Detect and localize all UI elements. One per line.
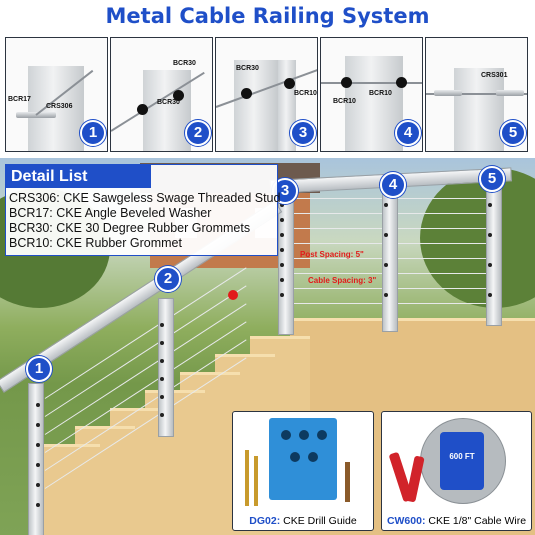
grommet-dot [280,278,284,282]
product-caption: DG02: CKE Drill Guide [233,515,373,527]
detail-panel-4: BCR10 BCR10 4 [320,37,423,152]
grommet-dot [384,263,388,267]
detail-list: Detail List CRS306: CKE Sawgeless Swage … [5,164,281,256]
spool-label: 600 FT [440,432,484,490]
part-label: BCR30 [157,99,180,106]
cable [321,82,422,84]
panel-number-badge: 5 [500,120,526,146]
grommet-dot [36,443,40,447]
post-number-badge: 5 [479,166,505,192]
detail-panel-5: CRS301 5 [425,37,528,152]
detail-list-item: BCR17: CKE Angle Beveled Washer [9,206,212,220]
part-label: CRS301 [481,72,508,79]
panel-number-badge: 2 [185,120,211,146]
grommet-dot [488,203,492,207]
cable-spacing-label: Cable Spacing: 3" [308,276,377,285]
railing-post-1 [28,383,44,535]
post-number-badge: 1 [26,356,52,382]
part-label: BCR17 [8,96,31,103]
grommet-dot [280,203,284,207]
product-name: CKE 1/8" Cable Wire [428,515,527,527]
grommet-dot [280,233,284,237]
grommet-dot [384,233,388,237]
grommet-dot [384,293,388,297]
rubber-grommet [396,77,407,88]
part-label: BCR30 [173,60,196,67]
rubber-grommet [137,104,148,115]
guide-hole [281,430,291,440]
spool-length: 600 FT [449,452,475,461]
product-name: CKE Drill Guide [283,515,357,527]
part-label: BCR30 [236,65,259,72]
part-label: BCR10 [333,98,356,105]
grommet-dot [280,263,284,267]
grommet-dot [160,341,164,345]
railing-post [345,56,403,151]
post-number-badge: 2 [155,266,181,292]
product-caption: CW600: CKE 1/8" Cable Wire [382,515,531,527]
guide-hole [290,452,300,462]
detail-panel-2: BCR30 BCR30 2 [110,37,213,152]
detail-panel-1: BCR17 CRS306 1 [5,37,108,152]
grommet-dot [36,463,40,467]
product-code: CW600: [386,515,426,527]
threaded-stud [496,90,524,96]
background-tree [420,168,535,308]
grommet-dot [160,395,164,399]
grommet-dot [280,218,284,222]
grommet-dot [160,323,164,327]
grommet-dot [36,423,40,427]
grommet-dot [36,483,40,487]
railing-post-5 [486,174,502,326]
grommet-dot [160,413,164,417]
railing-post [28,66,84,151]
threaded-stud [434,90,462,96]
railing-post [234,60,278,151]
post-number-badge: 4 [380,172,406,198]
drill-guide-block [269,418,337,500]
part-label: CRS306 [46,103,73,110]
grommet-dot [488,293,492,297]
detail-list-heading: Detail List [6,165,151,188]
detail-panel-3: BCR30 BCR10 3 [215,37,318,152]
detail-list-item: CRS306: CKE Sawgeless Swage Threaded Stu… [9,191,281,205]
rubber-grommet [241,88,252,99]
drill-bit [254,456,258,506]
panel-number-badge: 3 [290,120,316,146]
drill-bit [345,462,350,502]
rubber-grommet [341,77,352,88]
guide-hole [299,430,309,440]
grommet-dot [160,377,164,381]
guide-hole [308,452,318,462]
grommet-dot [280,293,284,297]
rubber-grommet [173,90,184,101]
grommet-dot [280,248,284,252]
grommet-dot [384,203,388,207]
post-spacing-label: Post Spacing: 5" [300,250,364,259]
crimp-tool [405,455,425,503]
guide-hole [317,430,327,440]
grommet-dot [488,263,492,267]
panel-number-badge: 4 [395,120,421,146]
part-label: BCR10 [294,90,317,97]
page-title: Metal Cable Railing System [105,4,430,28]
grommet-dot [36,403,40,407]
panel-number-badge: 1 [80,120,106,146]
part-label: BCR10 [369,90,392,97]
product-card-drill-guide: DG02: CKE Drill Guide [232,411,374,531]
product-card-cable-wire: 600 FT CW600: CKE 1/8" Cable Wire [381,411,532,531]
grommet-dot [36,503,40,507]
railing-post [454,68,504,151]
railing-post [143,70,191,151]
drill-bit [245,450,249,506]
detail-list-item: BCR30: CKE 30 Degree Rubber Grommets [9,221,251,235]
product-code: DG02: [249,515,281,527]
cable [426,93,527,95]
railing-post-2 [158,298,174,437]
grommet-dot [160,359,164,363]
grommet-dot [488,233,492,237]
rubber-grommet [284,78,295,89]
measurement-marker [228,290,238,300]
detail-list-item: BCR10: CKE Rubber Grommet [9,236,182,250]
